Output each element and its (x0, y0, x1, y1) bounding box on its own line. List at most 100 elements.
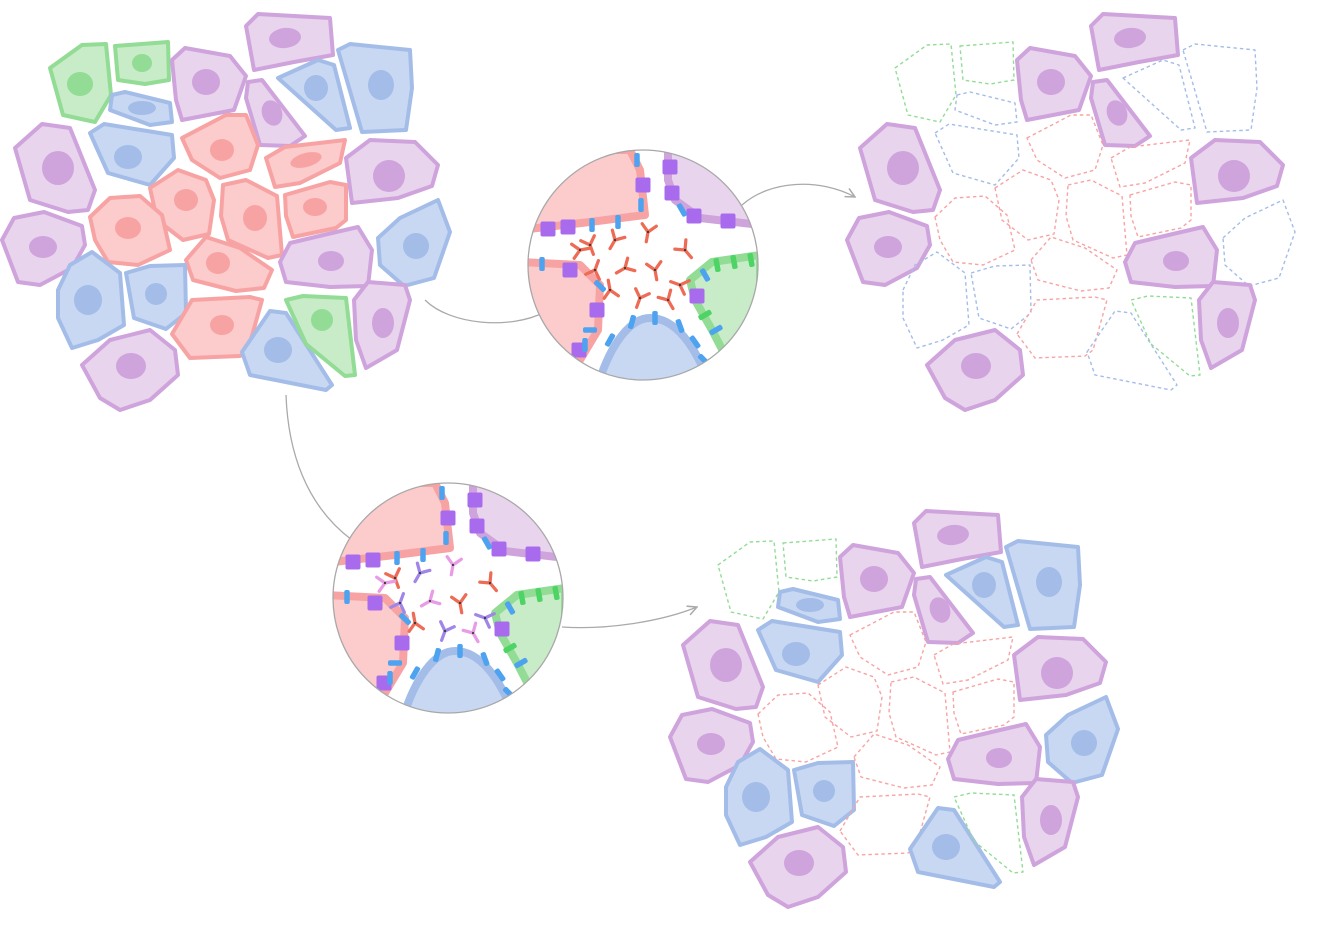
membrane-receptor-icon (627, 314, 637, 330)
depleted-cell-outline-icon (1086, 310, 1178, 391)
membrane-receptor-icon (699, 268, 711, 282)
depleted-cell-outline-icon (1016, 296, 1108, 359)
cell-blue (1004, 539, 1082, 631)
nucleus-icon (784, 850, 814, 876)
membrane-receptor-icon (638, 198, 644, 212)
nucleus-icon (1163, 251, 1189, 271)
nucleus-icon (929, 597, 951, 623)
membrane-receptor-icon (676, 203, 688, 217)
nucleus-icon (1041, 657, 1073, 689)
nucleus-icon (373, 160, 405, 192)
y-shaped-antibody-icon (634, 287, 651, 309)
membrane-receptor-icon (480, 652, 490, 666)
result-top-cluster (845, 12, 1296, 412)
depleted-cell-outline-icon (717, 540, 780, 620)
membrane-receptor-icon (491, 541, 507, 557)
cell-red (180, 113, 260, 180)
depleted-cell-outline-icon (1222, 199, 1296, 287)
nucleus-icon (311, 309, 333, 331)
membrane-receptor-icon (635, 177, 651, 193)
y-shaped-antibody-icon (375, 575, 397, 593)
nucleus-icon (269, 27, 301, 49)
cell-purple (681, 619, 765, 711)
nucleus-icon (210, 139, 234, 161)
membrane-receptor-icon (394, 635, 410, 651)
nucleus-icon (145, 283, 167, 305)
cell-purple (1123, 225, 1219, 289)
membrane-receptor-icon (494, 621, 510, 637)
y-shaped-antibody-icon (450, 593, 468, 615)
membrane-receptor-icon (503, 642, 517, 654)
nucleus-icon (128, 101, 156, 115)
y-shaped-antibody-icon (439, 620, 456, 642)
membrane-receptor-icon (539, 257, 545, 271)
nucleus-icon (192, 69, 220, 95)
y-shaped-antibody-icon (608, 228, 627, 251)
membrane-receptor-icon (593, 279, 607, 293)
membrane-receptor-icon (730, 254, 738, 270)
membrane-receptor-icon (583, 327, 597, 333)
nucleus-icon (697, 733, 725, 755)
nucleus-icon (874, 236, 902, 258)
cell-purple (1012, 635, 1108, 702)
membrane-receptor-icon (747, 252, 755, 268)
depleted-cell-outline-icon (817, 666, 883, 738)
nucleus-icon (813, 780, 835, 802)
y-shaped-antibody-icon (419, 589, 442, 608)
cell-blue (756, 619, 844, 684)
nucleus-icon (1114, 27, 1146, 49)
y-shaped-antibody-icon (584, 259, 601, 281)
membrane-receptor-icon (388, 660, 402, 666)
cell-blue (336, 42, 414, 134)
membrane-receptor-icon (634, 153, 640, 167)
nucleus-icon (74, 285, 102, 315)
cell-red (333, 591, 409, 713)
depleted-cell-blue (954, 91, 1018, 126)
depleted-cell-red (933, 636, 1014, 685)
cell-blue (792, 760, 856, 828)
cell-blue (1044, 695, 1120, 785)
membrane-receptor-icon (345, 554, 361, 570)
nucleus-icon (742, 782, 770, 812)
depleted-cell-blue (1122, 59, 1196, 131)
membrane-receptor-icon (365, 552, 381, 568)
nucleus-icon (710, 648, 742, 682)
nucleus-icon (174, 189, 198, 211)
membrane-receptor-icon (439, 486, 445, 500)
y-shaped-antibody-icon (669, 279, 691, 296)
cell-purple (1089, 78, 1152, 148)
cell-purple (925, 328, 1025, 412)
cell-red (184, 235, 274, 293)
membrane-receptor-icon (560, 219, 576, 235)
y-shaped-antibody-icon (413, 561, 432, 584)
cell-red (264, 138, 347, 189)
depleted-cell-red (1026, 114, 1104, 179)
membrane-receptor-icon (615, 215, 621, 229)
cell-body (284, 294, 357, 378)
depleted-cell-red (934, 195, 1016, 266)
nucleus-icon (887, 151, 919, 185)
cell-purple (748, 825, 848, 909)
cell-purple (1197, 280, 1257, 370)
depleted-cell-red (849, 611, 927, 676)
depleted-cell-outline-icon (959, 41, 1015, 85)
nucleus-icon (210, 315, 234, 335)
nucleus-icon (860, 566, 888, 592)
membrane-receptor-icon (662, 159, 678, 175)
membrane-receptor-icon (686, 208, 702, 224)
arrow-zoom-top-to-result (741, 183, 855, 206)
cell-purple (946, 722, 1042, 786)
cell-purple (278, 225, 374, 289)
nucleus-icon (303, 198, 327, 216)
depleted-cell-outline-icon (952, 678, 1015, 735)
depleted-cell-green (953, 792, 1024, 874)
nucleus-icon (372, 308, 394, 338)
nucleus-icon (972, 572, 996, 598)
y-shaped-antibody-icon (645, 260, 663, 282)
y-shaped-antibody-icon (602, 278, 620, 300)
cell-purple (344, 138, 440, 205)
nucleus-icon (243, 205, 267, 231)
depleted-cell-red (1129, 181, 1192, 238)
membrane-receptor-icon (514, 657, 528, 669)
cell-purple (912, 575, 975, 645)
